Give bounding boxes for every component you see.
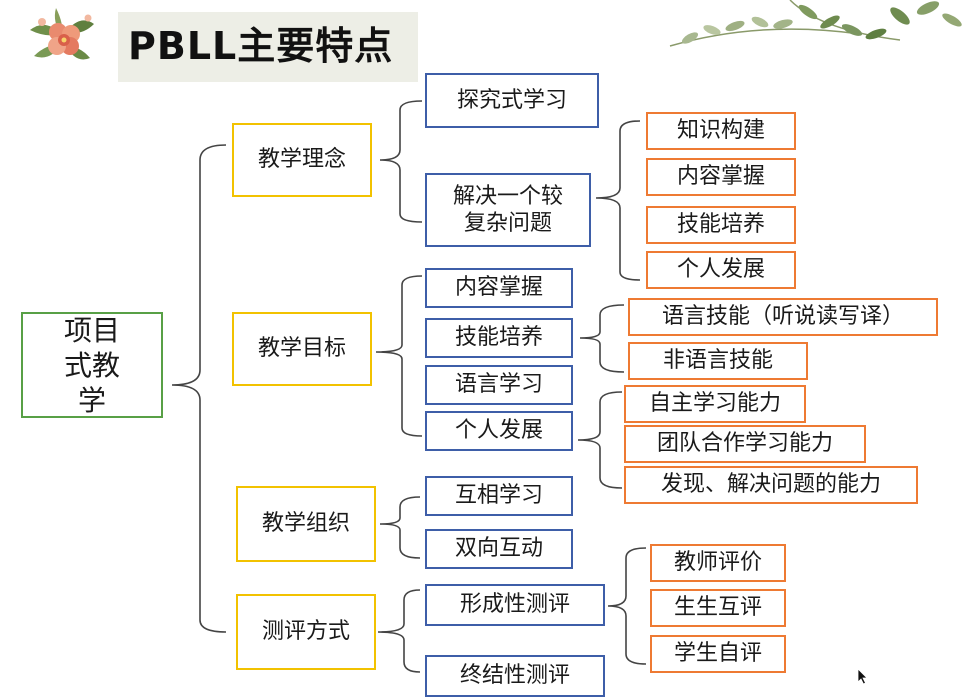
leaf-branch-decoration-icon xyxy=(669,0,962,47)
node-personal-development: 个人发展 xyxy=(425,411,573,451)
brace-formative-assessment xyxy=(607,547,647,665)
brace-assessment xyxy=(377,589,421,673)
node-skill-development-sub: 技能培养 xyxy=(646,206,796,244)
node-content-mastery-sub: 内容掌握 xyxy=(646,158,796,196)
node-language-learning: 语言学习 xyxy=(425,365,573,405)
brace-problem-solving xyxy=(595,120,641,281)
node-formative-assessment: 形成性测评 xyxy=(425,584,605,626)
node-teaching-concept: 教学理念 xyxy=(232,123,372,197)
node-assessment-method: 测评方式 xyxy=(236,594,376,670)
node-knowledge-construction: 知识构建 xyxy=(646,112,796,150)
node-skill-development: 技能培养 xyxy=(425,318,573,358)
root-node: 项目式教学 xyxy=(21,312,163,418)
brace-skills xyxy=(579,304,625,373)
brace-teaching-concept xyxy=(379,100,423,223)
page-title: PBLL主要特点 xyxy=(128,24,394,68)
node-peer-evaluation: 生生互评 xyxy=(650,589,786,627)
node-teaching-goals: 教学目标 xyxy=(232,312,372,386)
node-two-way-interaction: 双向互动 xyxy=(425,529,573,569)
node-language-skills: 语言技能（听说读写译） xyxy=(628,298,938,336)
node-summative-assessment: 终结性测评 xyxy=(425,655,605,697)
node-autonomous-learning: 自主学习能力 xyxy=(624,385,806,423)
brace-personal-development xyxy=(577,391,623,489)
node-teacher-evaluation: 教师评价 xyxy=(650,544,786,582)
title-background xyxy=(118,12,418,82)
node-teamwork-learning: 团队合作学习能力 xyxy=(624,425,866,463)
root-label: 项目式教学 xyxy=(63,313,120,417)
node-problem-solving-ability: 发现、解决问题的能力 xyxy=(624,466,918,504)
node-teaching-organization: 教学组织 xyxy=(236,486,376,562)
mouse-cursor-icon xyxy=(857,668,868,685)
node-self-evaluation: 学生自评 xyxy=(650,635,786,673)
node-content-mastery: 内容掌握 xyxy=(425,268,573,308)
brace-teaching-organization xyxy=(379,496,421,559)
node-mutual-learning: 互相学习 xyxy=(425,476,573,516)
node-complex-problem-label: 解决一个较复杂问题 xyxy=(452,183,563,237)
brace-teaching-goals xyxy=(375,275,423,437)
node-complex-problem: 解决一个较复杂问题 xyxy=(425,173,591,247)
node-personal-development-sub: 个人发展 xyxy=(646,251,796,289)
flower-decoration-icon xyxy=(30,8,94,60)
root-brace xyxy=(171,144,227,633)
node-inquiry-learning: 探究式学习 xyxy=(425,73,599,128)
node-non-language-skills: 非语言技能 xyxy=(628,342,808,380)
